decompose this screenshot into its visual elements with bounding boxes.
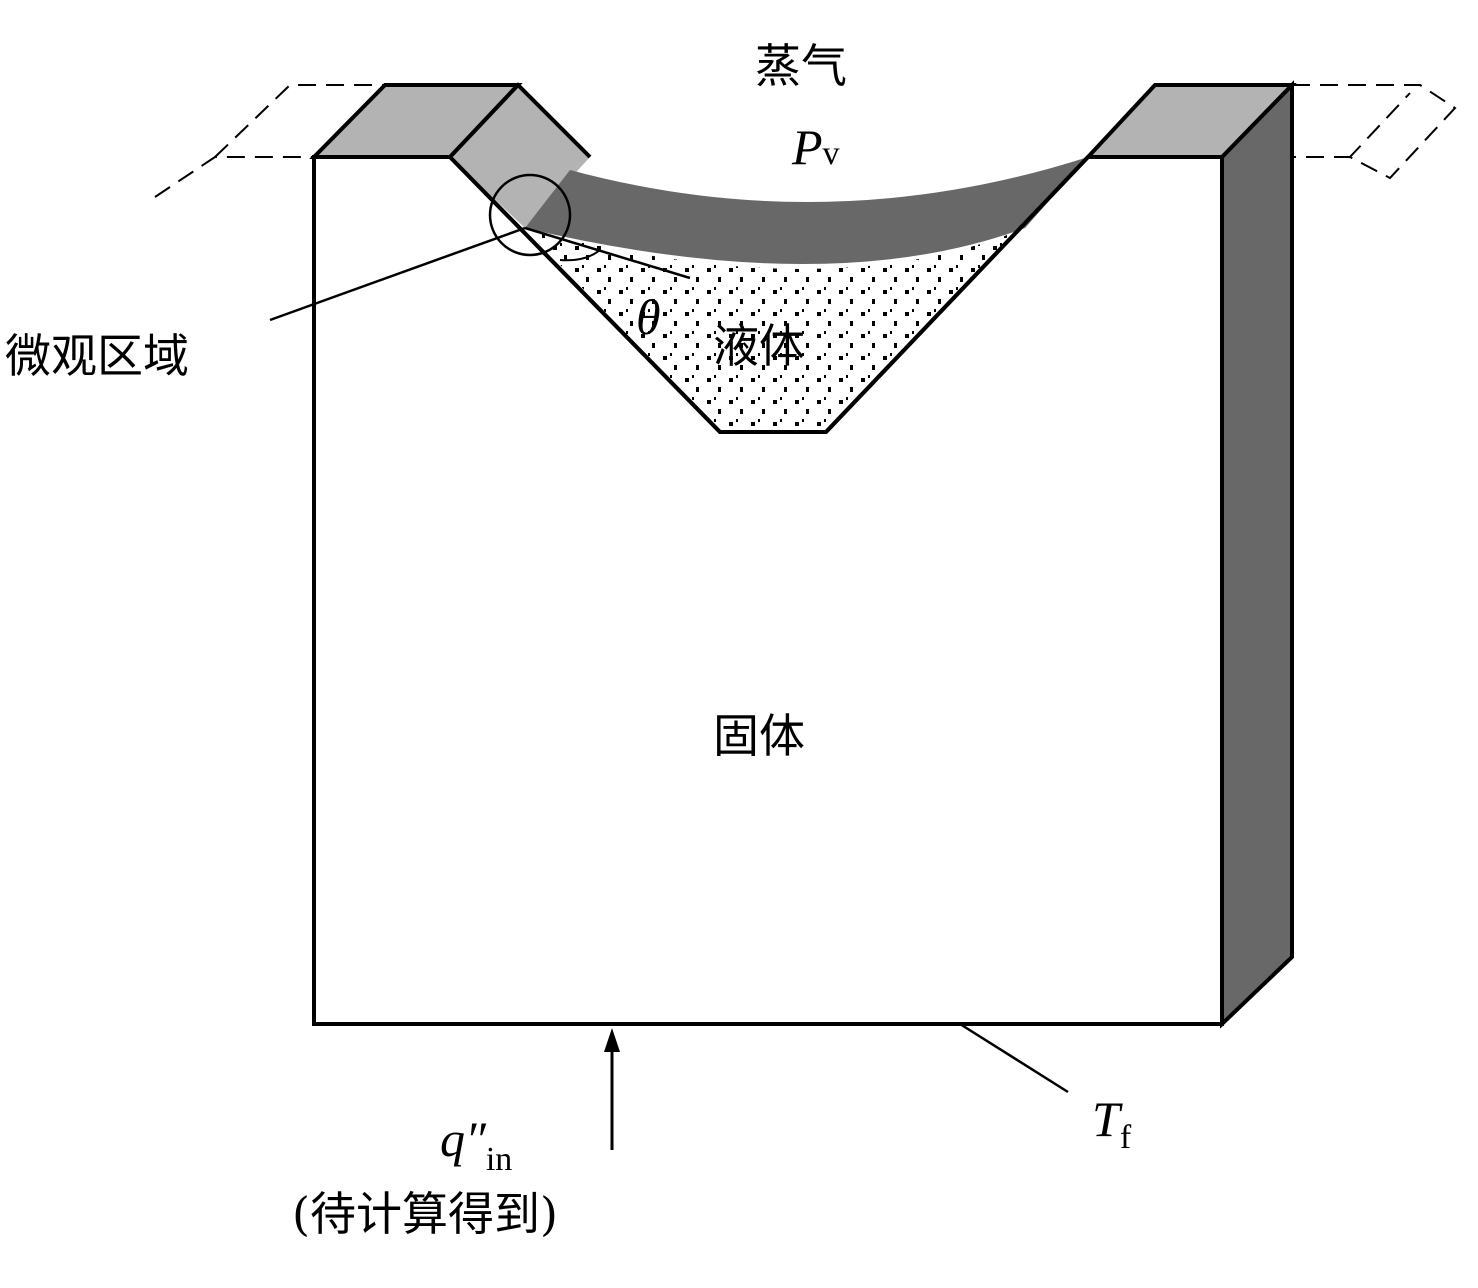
micro-region-leader	[269, 226, 526, 322]
vapor-label: 蒸气	[755, 39, 847, 93]
meniscus	[525, 157, 1088, 264]
heat-flux-label: q″in	[440, 1110, 512, 1178]
pv-sub: v	[822, 135, 840, 172]
q-symbol: q″	[440, 1111, 486, 1167]
top-right-face	[1083, 83, 1297, 159]
tf-symbol: T	[1092, 1091, 1120, 1147]
angle-arc	[559, 249, 601, 262]
tf-leader	[959, 1022, 1069, 1094]
micro-region-label: 微观区域	[5, 329, 189, 383]
solid-label: 固体	[713, 709, 805, 763]
tangent-line	[524, 226, 691, 280]
liquid-label: 液体	[713, 319, 805, 373]
arrow-head-icon	[604, 1028, 620, 1052]
heat-flux-note: (待计算得到)	[292, 1187, 558, 1241]
vapor-pressure-label: Pv	[792, 118, 840, 176]
contact-angle-label: θ	[636, 289, 661, 345]
micro-region-circle	[488, 173, 572, 257]
q-sub: in	[485, 1141, 513, 1178]
pv-symbol: P	[792, 119, 823, 175]
side-face	[1220, 80, 1294, 1029]
tf-sub: f	[1119, 1119, 1132, 1156]
liquid-region	[525, 228, 1025, 432]
fluid-temp-label: Tf	[1092, 1090, 1131, 1156]
